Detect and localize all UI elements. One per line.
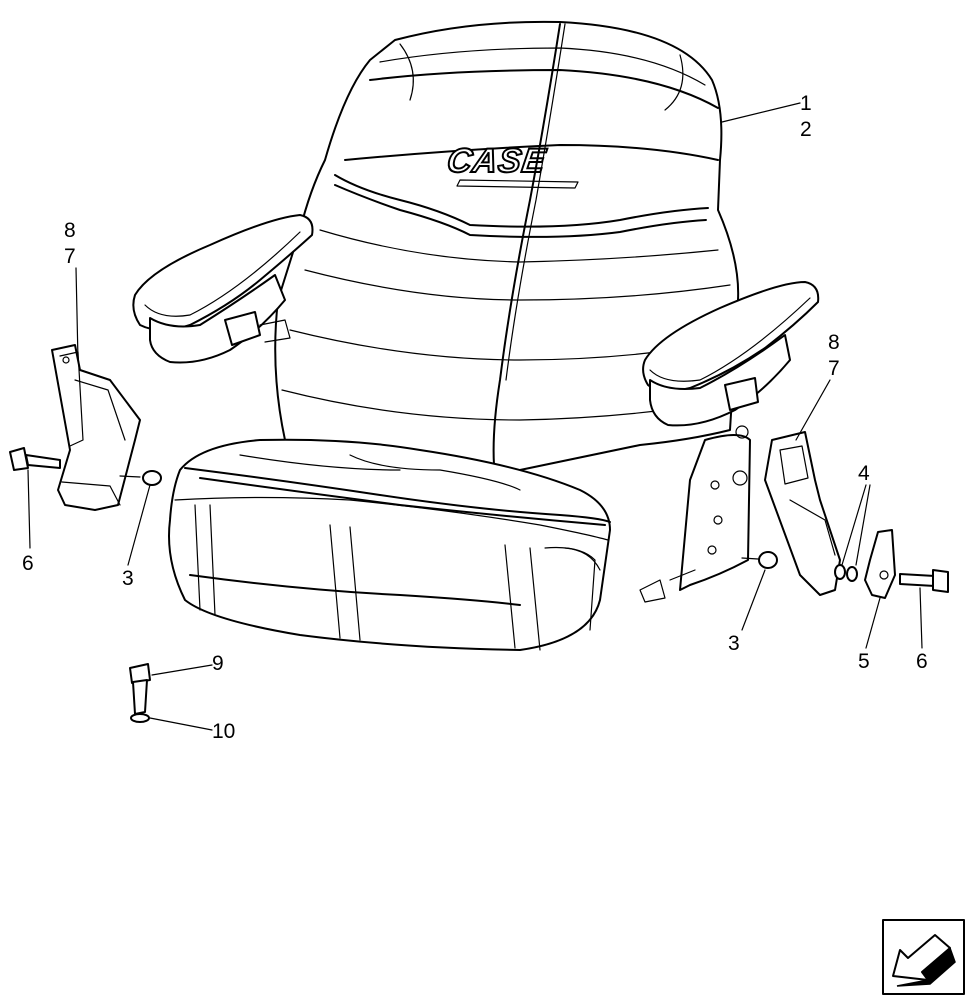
callout-8-right: 8	[828, 331, 840, 354]
right-spacer	[741, 551, 778, 569]
arrow-icon	[892, 934, 956, 987]
callout-3-right: 3	[728, 632, 740, 655]
right-armrest	[642, 281, 820, 427]
left-belt-bracket	[51, 344, 141, 511]
right-washers	[834, 564, 858, 582]
callout-4: 4	[858, 462, 870, 485]
callout-7-left: 7	[64, 245, 76, 268]
callout-1: 1	[800, 92, 812, 115]
callout-labels: 1 2 3 3 4 5 6 6 7 7 8 8 9 10	[22, 92, 928, 743]
callout-5: 5	[858, 650, 870, 673]
callout-3-left: 3	[122, 567, 134, 590]
callout-6-right: 6	[916, 650, 928, 673]
right-belt-buckle	[764, 431, 841, 596]
mounting-bolt	[129, 663, 151, 715]
leader-lines	[27, 102, 923, 731]
left-armrest	[132, 214, 314, 364]
seat-backrest: CASE	[274, 20, 740, 471]
callout-6-left: 6	[22, 552, 34, 575]
seat-cushion	[168, 438, 611, 651]
callout-10: 10	[212, 720, 235, 743]
left-bolt	[9, 447, 61, 471]
seat-frame	[639, 425, 751, 603]
callout-8-left: 8	[64, 219, 76, 242]
callout-2: 2	[800, 118, 812, 141]
navigation-arrow-box[interactable]	[882, 919, 965, 995]
mounting-washer	[130, 713, 150, 723]
right-bolt	[899, 569, 949, 593]
callout-7-right: 7	[828, 357, 840, 380]
case-logo-text: CASE	[445, 142, 549, 180]
right-anchor-plate	[864, 529, 896, 599]
callout-9: 9	[212, 652, 224, 675]
left-spacer	[119, 470, 162, 486]
